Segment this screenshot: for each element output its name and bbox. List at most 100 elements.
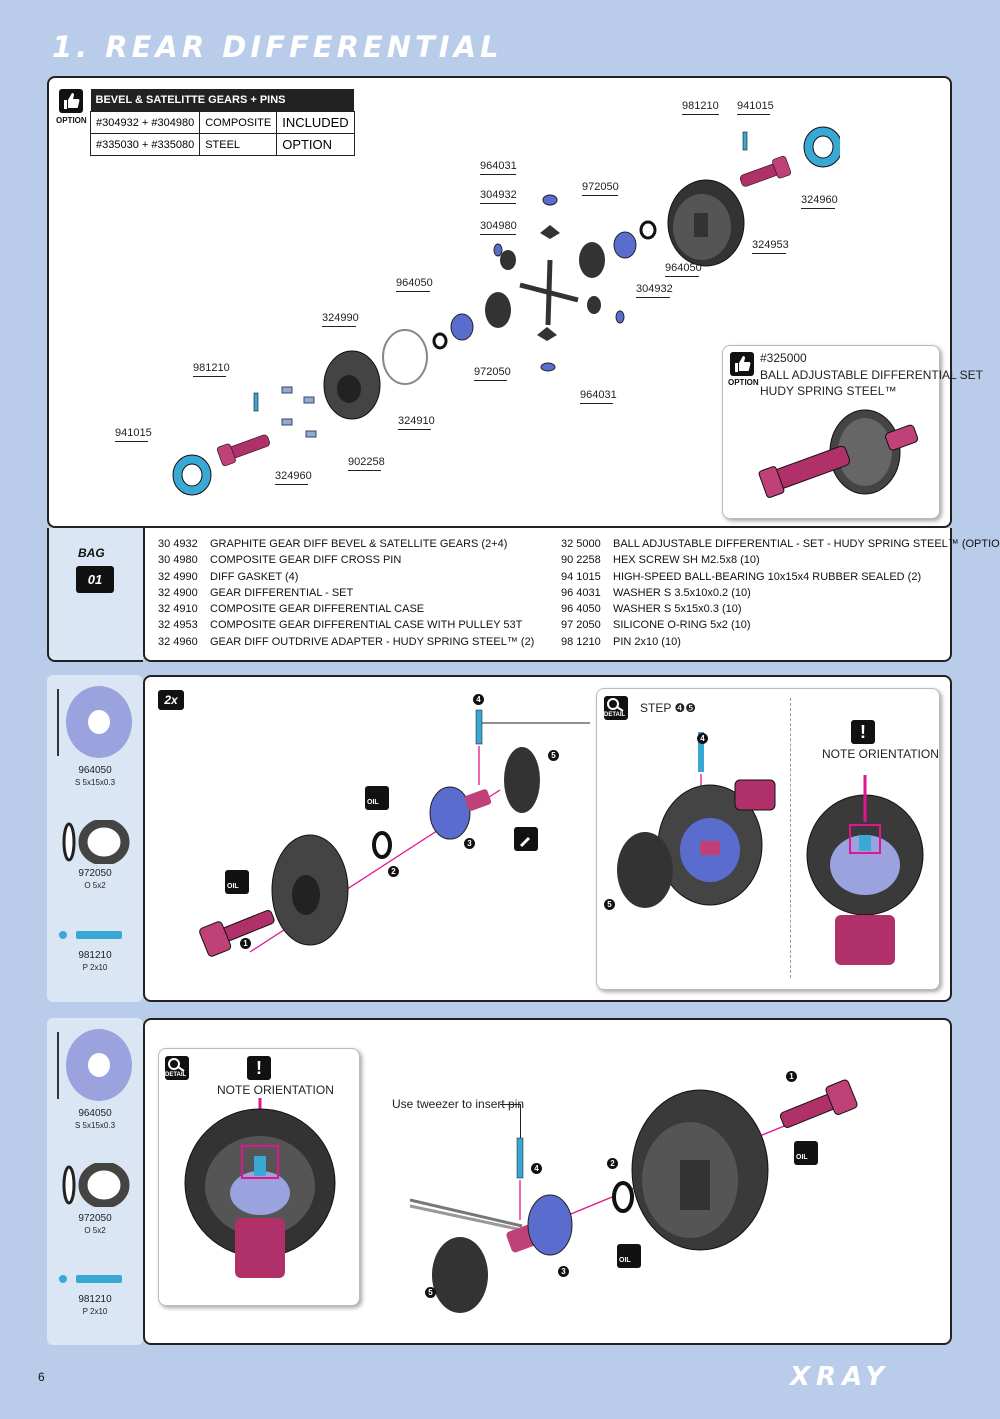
table-cell: INCLUDED	[276, 111, 355, 134]
gear-shaft	[464, 789, 492, 811]
callout-324910: 324910	[398, 415, 435, 427]
callout-941015-left: 941015	[115, 427, 152, 439]
washer-964031-bottom	[540, 362, 556, 372]
callout-304932-top: 304932	[480, 189, 517, 201]
callout-964031-top: 964031	[480, 160, 517, 172]
pin-left	[253, 392, 259, 412]
divider	[790, 698, 791, 978]
sidebar-code: 981210	[78, 1294, 112, 1305]
callout-324960-top: 324960	[801, 194, 838, 206]
table-cell: #335030 + #335080	[89, 133, 201, 156]
leader-line	[737, 114, 770, 115]
callout-324953: 324953	[752, 239, 789, 251]
leader-line	[500, 1104, 520, 1105]
page-number: 6	[38, 1370, 45, 1384]
note-orientation: NOTE ORIENTATION	[822, 747, 939, 761]
note-orientation: NOTE ORIENTATION	[217, 1083, 334, 1097]
sidebar-spec: P 2x10	[82, 963, 108, 972]
cross-pin	[519, 259, 579, 326]
diff-case	[323, 350, 381, 420]
warning-icon: !	[247, 1056, 271, 1080]
bevel-gear	[432, 1237, 488, 1313]
bag-number: 01	[76, 566, 114, 593]
bevel-gear-table: BEVEL & SATELITTE GEARS + PINS #304932 +…	[89, 89, 355, 156]
tweezer-note: Use tweezer to insert pin	[392, 1097, 525, 1111]
satellite-gear-bottom	[537, 327, 557, 341]
washer-972050-right	[639, 220, 657, 240]
leader-line	[398, 429, 431, 430]
sidebar-code: 964050	[78, 765, 112, 776]
table-row: #304932 + #304980 COMPOSITE INCLUDED	[89, 111, 355, 134]
bag-label: BAG	[78, 546, 105, 560]
step2-assembly-diagram	[199, 709, 590, 957]
sidebar-code: 981210	[78, 950, 112, 961]
callout-902258: 902258	[348, 456, 385, 468]
gasket	[382, 329, 428, 385]
callout-304980: 304980	[480, 220, 517, 232]
pin	[475, 709, 483, 745]
bevel-gear	[504, 747, 540, 813]
satellite-gear-mid	[500, 250, 516, 270]
washer-964050-icon	[57, 1029, 132, 1101]
outdrive-right	[739, 155, 792, 187]
step-number: 2	[388, 866, 399, 877]
leader-line	[582, 195, 618, 196]
bag-box	[47, 528, 143, 662]
brush-icon	[514, 827, 538, 851]
sidebar-spec: P 2x10	[82, 1307, 108, 1316]
sidebar-spec: S 5x15x0.3	[74, 778, 116, 787]
outdrive	[779, 1079, 858, 1128]
gear-case-pulley	[667, 179, 745, 267]
bevel-table-header: BEVEL & SATELITTE GEARS + PINS	[90, 89, 355, 112]
step-number: 4	[697, 733, 708, 744]
pin-981210-icon	[59, 931, 122, 939]
oring	[372, 831, 392, 859]
option-set-number: #325000	[760, 351, 807, 365]
outdrive-left	[216, 434, 270, 467]
callout-972050-top: 972050	[582, 181, 619, 193]
screws	[281, 386, 317, 438]
callout-964050-left: 964050	[396, 277, 433, 289]
oil-icon: OIL	[225, 870, 249, 894]
step3-detail-diagram	[184, 1098, 336, 1278]
sidebar-spec: O 5x2	[84, 881, 106, 890]
oring-972050-icon	[62, 1163, 130, 1207]
table-row: #335030 + #335080 STEEL OPTION	[89, 133, 355, 156]
washer	[429, 786, 471, 840]
callout-304932-mid: 304932	[636, 283, 673, 295]
warning-icon: !	[851, 720, 875, 744]
bevel-gear-left	[485, 292, 511, 328]
callout-964050-right: 964050	[665, 262, 702, 274]
leader-line	[396, 291, 430, 292]
pin-981210-icon	[59, 1275, 122, 1283]
leader-line	[115, 441, 148, 442]
washer-964050-right	[613, 231, 637, 259]
callout-941015-top: 941015	[737, 100, 774, 112]
leader-line	[801, 208, 835, 209]
bevel-gear-right	[579, 242, 605, 278]
outdrive	[199, 909, 275, 957]
option-set-line1: BALL ADJUSTABLE DIFFERENTIAL SET	[760, 368, 983, 382]
detail-magnifier-icon: DETAIL	[604, 696, 628, 720]
bearing-left	[172, 454, 212, 496]
satellite-gear-top	[540, 225, 560, 239]
callout-324990: 324990	[322, 312, 359, 324]
exploded-diagram	[172, 126, 840, 496]
satellite-gear-right	[587, 296, 601, 314]
leader-line	[275, 484, 308, 485]
leader-line	[480, 174, 516, 175]
option-set-image	[758, 409, 919, 498]
washer-964050-left	[450, 313, 474, 341]
detail-step-label: STEP ❹❺	[640, 701, 696, 715]
leader-line	[636, 297, 670, 298]
page-title: 1. REAR DIFFERENTIAL	[52, 30, 503, 64]
callout-324960-left: 324960	[275, 470, 312, 482]
